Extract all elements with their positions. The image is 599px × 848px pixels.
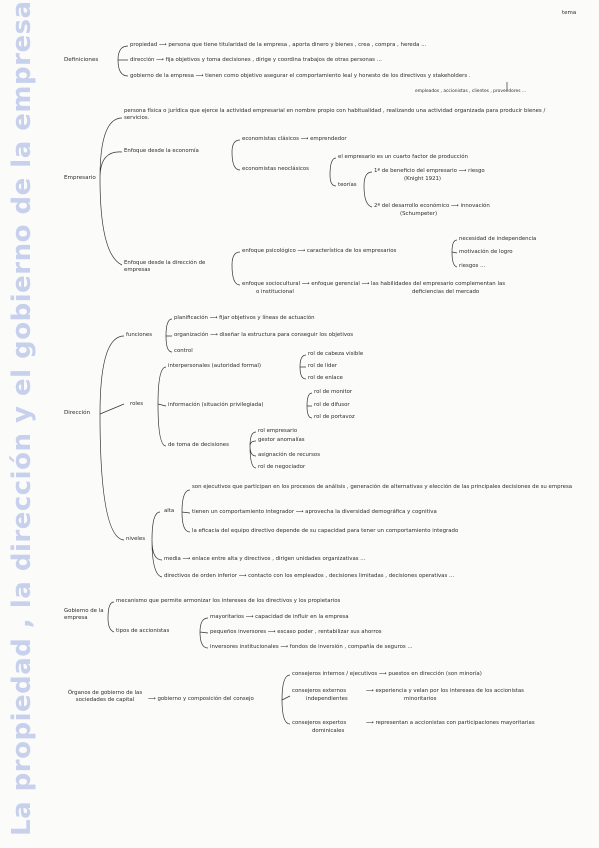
empresario-label: Empresario bbox=[64, 175, 96, 181]
cuarto-factor: el empresario es un cuarto factor de pro… bbox=[338, 154, 468, 160]
alta-integrador: tienen un comportamiento integrador ⟶ ap… bbox=[192, 509, 437, 515]
empresario-definicion: persona física o jurídica que ejerce la … bbox=[124, 108, 546, 122]
control: control bbox=[174, 348, 193, 354]
gobierno-label: Gobierno de la empresa bbox=[64, 608, 104, 622]
rol-empresario: rol empresario bbox=[258, 428, 298, 434]
organizacion: organización ⟶ diseñar la estructura par… bbox=[174, 332, 354, 338]
teorias: teorías bbox=[338, 182, 357, 188]
alta-ejecutivos: son ejecutivos que participan en los pro… bbox=[192, 484, 573, 490]
topic-tag: tema bbox=[562, 10, 577, 16]
asignacion-recursos: asignación de recursos bbox=[258, 452, 321, 458]
nivel-alta: alta bbox=[164, 508, 175, 514]
enfoque-sociocultural: enfoque sociocultural ⟶ enfoque gerencia… bbox=[242, 281, 506, 287]
riesgos: riesgos ... bbox=[459, 263, 486, 269]
def-direccion: dirección ⟶ fija objetivos y toma decisi… bbox=[130, 57, 382, 63]
deficiencias-mercado: deficiencias del mercado bbox=[412, 289, 480, 295]
necesidad-independencia: necesidad de independencia bbox=[459, 236, 537, 242]
enfoque-economia: Enfoque desde la economía bbox=[124, 148, 199, 154]
nivel-inferior: directivos de orden inferior ⟶ contacto … bbox=[164, 573, 455, 579]
economistas-clasicos: economistas clásicos ⟶ emprendedor bbox=[242, 136, 347, 142]
accionistas-mayoritarios: mayoritarios ⟶ capacidad de influir en l… bbox=[210, 614, 349, 620]
alta-eficacia: la eficacia del equipo directivo depende… bbox=[192, 528, 459, 534]
schumpeter-ref: (Schumpeter) bbox=[400, 211, 438, 217]
stakeholders-note: empleados , accionistas , clientes , pro… bbox=[415, 89, 527, 94]
rol-lider: rol de líder bbox=[308, 363, 338, 369]
externos-desc: ⟶ experiencia y velan por los intereses … bbox=[366, 688, 524, 694]
rol-negociador: rol de negociador bbox=[258, 464, 306, 470]
roles: roles bbox=[130, 401, 144, 407]
funciones: funciones bbox=[126, 332, 153, 338]
roles-interpersonales: interpersonales (autoridad formal) bbox=[168, 363, 261, 369]
motivacion-logro: motivación de logro bbox=[459, 249, 513, 255]
teoria-knight: 1ª de beneficio del empresario ⟶ riesgo bbox=[374, 168, 485, 174]
enfoque-psicologico: enfoque psicológico ⟶ característica de … bbox=[242, 248, 397, 254]
organos-label: Órganos de gobierno de las sociedades de… bbox=[67, 690, 143, 704]
economistas-neoclasicos: economistas neoclásicos bbox=[242, 166, 309, 172]
enfoque-direccion: Enfoque desde la dirección de empresas bbox=[124, 260, 206, 274]
planificacion: planificación ⟶ fijar objetivos y líneas… bbox=[174, 315, 315, 321]
definiciones-label: Definiciones bbox=[64, 57, 99, 63]
niveles: niveles bbox=[126, 536, 146, 542]
enfoque-institucional: o institucional bbox=[256, 289, 294, 295]
teoria-schumpeter: 2ª del desarrollo económico ⟶ innovación bbox=[374, 203, 490, 209]
rol-difusor: rol de difusor bbox=[314, 402, 350, 408]
gobierno-composicion: ⟶ gobierno y composición del consejo bbox=[148, 696, 254, 702]
expertos-desc: ⟶ representan a accionistas con particip… bbox=[366, 720, 535, 726]
knight-ref: (Knight 1921) bbox=[404, 176, 442, 182]
rol-portavoz: rol de portavoz bbox=[314, 414, 355, 420]
rol-monitor: rol de monitor bbox=[314, 389, 353, 395]
gestor-anomalias: gestor anomalías bbox=[258, 437, 305, 443]
nivel-media: media ⟶ enlace entre alta y directivos ,… bbox=[164, 556, 366, 562]
consejeros-independientes: independientes bbox=[306, 696, 348, 702]
consejeros-externos: consejeros externos bbox=[292, 688, 347, 694]
inversores-institucionales: inversores institucionales ⟶ fondos de i… bbox=[210, 644, 413, 650]
rol-cabeza-visible: rol de cabeza visible bbox=[308, 351, 364, 357]
def-gobierno: gobierno de la empresa ⟶ tienen como obj… bbox=[130, 73, 471, 79]
consejeros-dominicales: dominicales bbox=[312, 728, 345, 734]
roles-decisiones: de toma de decisiones bbox=[168, 442, 229, 448]
tipos-accionistas: tipos de accionistas bbox=[116, 628, 170, 634]
rol-enlace: rol de enlace bbox=[308, 375, 343, 381]
pequenos-inversores: pequeños inversores ⟶ escaso poder , ren… bbox=[210, 629, 382, 635]
consejeros-expertos: consejeros expertos bbox=[292, 720, 347, 726]
externos-minoritarios: minoritarios bbox=[404, 696, 437, 702]
def-propiedad: propiedad ⟶ persona que tiene titularida… bbox=[130, 42, 427, 48]
direccion-label: Dirección bbox=[64, 410, 91, 416]
consejeros-internos: consejeros internos / ejecutivos ⟶ puest… bbox=[292, 671, 482, 677]
mecanismo: mecanismo que permite armonizar los inte… bbox=[116, 598, 341, 604]
roles-informacion: información (situación privilegiada) bbox=[168, 402, 264, 408]
